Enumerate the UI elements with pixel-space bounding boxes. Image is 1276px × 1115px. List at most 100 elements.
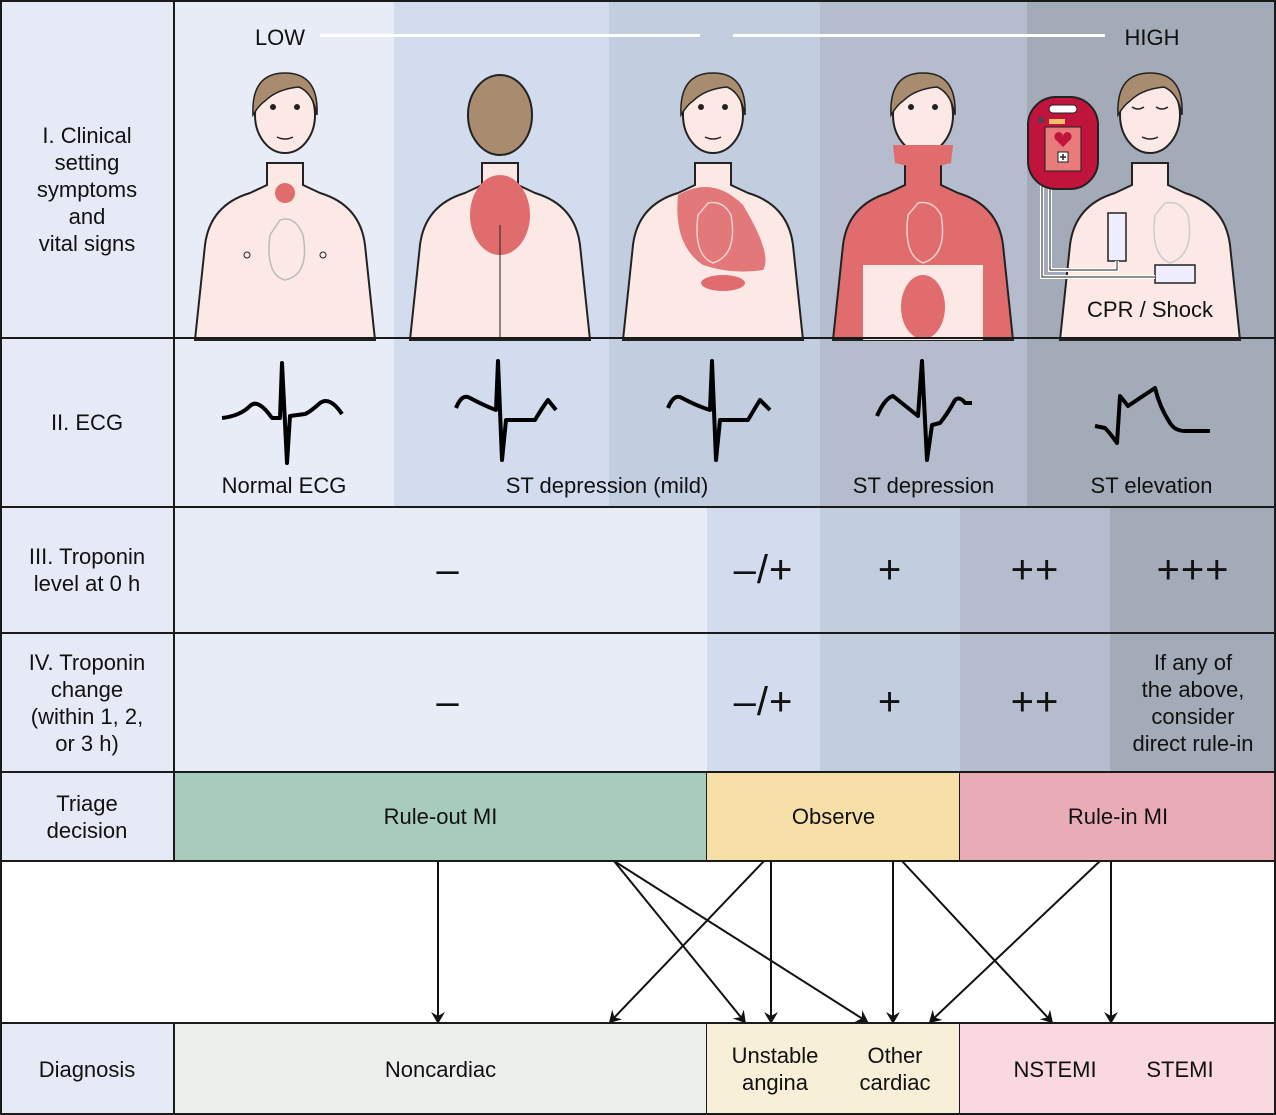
- grid-line-row1: [0, 337, 1276, 339]
- clinical-line-2: setting: [54, 149, 120, 175]
- diagnosis-divider-1: [706, 1023, 707, 1115]
- arrow-area: [0, 861, 1276, 1023]
- row-label-clinical: I. Clinical setting symptoms and vital s…: [0, 0, 174, 338]
- triage-rule-out: Rule-out MI: [174, 772, 707, 861]
- diagnosis-unstable-angina: Unstable angina: [715, 1023, 835, 1115]
- pain-region-neck: [275, 183, 295, 203]
- ecg-trace-normal: [221, 361, 344, 465]
- grid-line-bottom: [0, 1113, 1276, 1115]
- other-cardiac-line-1: Other: [867, 1043, 923, 1068]
- ecg-label-st-elevation: ST elevation: [1090, 472, 1213, 498]
- row-label-triage: Triage decision: [0, 772, 174, 861]
- grid-line-row5: [0, 860, 1276, 862]
- ecg-label-normal: Normal ECG: [221, 472, 347, 498]
- nstemi-label: NSTEMI: [1013, 1056, 1097, 1082]
- defib-pad-2: [1154, 264, 1196, 284]
- diagnosis-noncardiac-label: Noncardiac: [384, 1056, 497, 1082]
- risk-scale-line-1: [320, 34, 700, 37]
- diagnosis-rule-in-group: [960, 1023, 1276, 1115]
- triage-rule-in: Rule-in MI: [960, 772, 1276, 861]
- troponin-band-3: [820, 507, 960, 772]
- triage-observe-label: Observe: [791, 804, 876, 829]
- unstable-angina-line-2: angina: [741, 1070, 809, 1095]
- pain-region-upper-back: [470, 175, 530, 255]
- ecg-label-st-depression: ST depression: [852, 472, 995, 498]
- grid-line-header: [173, 0, 175, 861]
- figure-5-front-view: [1040, 72, 1242, 341]
- grid-line-top: [0, 0, 1276, 2]
- figure-1-front-view: [193, 72, 377, 341]
- troponin-change-positive: +: [877, 680, 903, 724]
- figure-3-front-view: [621, 72, 805, 341]
- defibrillator-icon: [1027, 96, 1099, 190]
- note-line-1: If any of: [1153, 649, 1233, 675]
- note-line-3: consider: [1151, 703, 1235, 729]
- diagnosis-nstemi: NSTEMI: [990, 1023, 1120, 1115]
- grid-line-row2: [0, 506, 1276, 508]
- ecg-trace-st-depression-mild-1: [454, 359, 558, 462]
- arrow-observe-nstemi: [901, 860, 1054, 1024]
- triage-to-diagnosis-arrows: [431, 860, 1118, 1024]
- grid-line-header-dx: [173, 1023, 175, 1115]
- ecg-row-label: II. ECG: [50, 410, 124, 435]
- triage-divider-2: [959, 772, 960, 861]
- clinical-figures: [193, 72, 1242, 341]
- clinical-line-3: symptoms: [36, 176, 138, 202]
- clinical-line-5: vital signs: [38, 230, 136, 256]
- troponin-change-line-4: or 3 h): [55, 730, 119, 756]
- arrow-ruleout-unstable-angina: [613, 860, 746, 1024]
- risk-scale-line-2: [733, 34, 1105, 37]
- risk-low-label: LOW: [254, 24, 306, 50]
- clinical-line-1: I. Clinical: [42, 122, 132, 148]
- diagnosis-divider-2: [959, 1023, 960, 1115]
- troponin-level-triple-positive: +++: [1156, 547, 1230, 592]
- ecg-trace-st-elevation: [1094, 386, 1210, 445]
- troponin-band-4: [960, 507, 1110, 772]
- grid-line-row4: [0, 771, 1276, 773]
- note-line-2: the above,: [1141, 676, 1245, 702]
- troponin-change-negative: –: [436, 680, 460, 724]
- diagnosis-row-label: Diagnosis: [38, 1056, 136, 1082]
- unstable-angina-line-1: Unstable: [731, 1043, 819, 1068]
- troponin-level-borderline: –/+: [733, 547, 794, 592]
- ecg-trace-st-depression-mild-2: [666, 359, 772, 462]
- diagnosis-observe-group: [707, 1023, 960, 1115]
- pain-region-chest: [677, 187, 766, 272]
- row-label-blank: [0, 861, 174, 1023]
- grid-line-left: [0, 0, 2, 1115]
- ecg-trace-st-depression: [875, 359, 972, 462]
- arrow-ruleout-other-cardiac: [613, 860, 869, 1023]
- other-cardiac-line-2: cardiac: [859, 1070, 931, 1095]
- stemi-label: STEMI: [1146, 1056, 1214, 1082]
- troponin-change-borderline: –/+: [733, 680, 794, 724]
- figure-4-front-view: [831, 72, 1015, 341]
- ecg-traces: [221, 359, 1210, 465]
- ecg-label-st-depression-mild: ST depression (mild): [505, 472, 709, 498]
- troponin-change-note: If any of the above, consider direct rul…: [1110, 633, 1276, 772]
- grid-line-right: [1274, 0, 1276, 1115]
- row-label-diagnosis: Diagnosis: [0, 1023, 174, 1115]
- pain-region-epigastric: [701, 275, 745, 291]
- note-line-4: direct rule-in: [1132, 730, 1254, 756]
- pain-region-abdomen: [901, 275, 945, 339]
- troponin-level-positive: +: [877, 547, 903, 592]
- troponin-band-5: [1110, 507, 1276, 772]
- defib-pad-1: [1107, 212, 1127, 262]
- cpr-shock-caption: CPR / Shock: [1087, 296, 1213, 322]
- diagnosis-stemi: STEMI: [1120, 1023, 1240, 1115]
- troponin-band-2: [707, 507, 820, 772]
- risk-high-label: HIGH: [1124, 24, 1180, 50]
- troponin-change-line-2: change: [50, 676, 124, 702]
- arrow-rulein-other-cardiac: [928, 860, 1101, 1024]
- figure-2-back-view: [408, 74, 592, 341]
- triage-line-2: decision: [46, 817, 128, 843]
- troponin-change-line-1: IV. Troponin: [28, 649, 146, 675]
- grid-line-row3: [0, 632, 1276, 634]
- troponin-level-negative: –: [436, 547, 460, 592]
- grid-line-row6: [0, 1022, 1276, 1024]
- row-label-troponin-level: III. Troponin level at 0 h: [0, 507, 174, 633]
- triage-line-1: Triage: [56, 790, 118, 816]
- triage-rule-out-label: Rule-out MI: [383, 804, 498, 829]
- triage-rule-in-label: Rule-in MI: [1067, 804, 1169, 829]
- troponin-change-double-positive: ++: [1010, 680, 1060, 724]
